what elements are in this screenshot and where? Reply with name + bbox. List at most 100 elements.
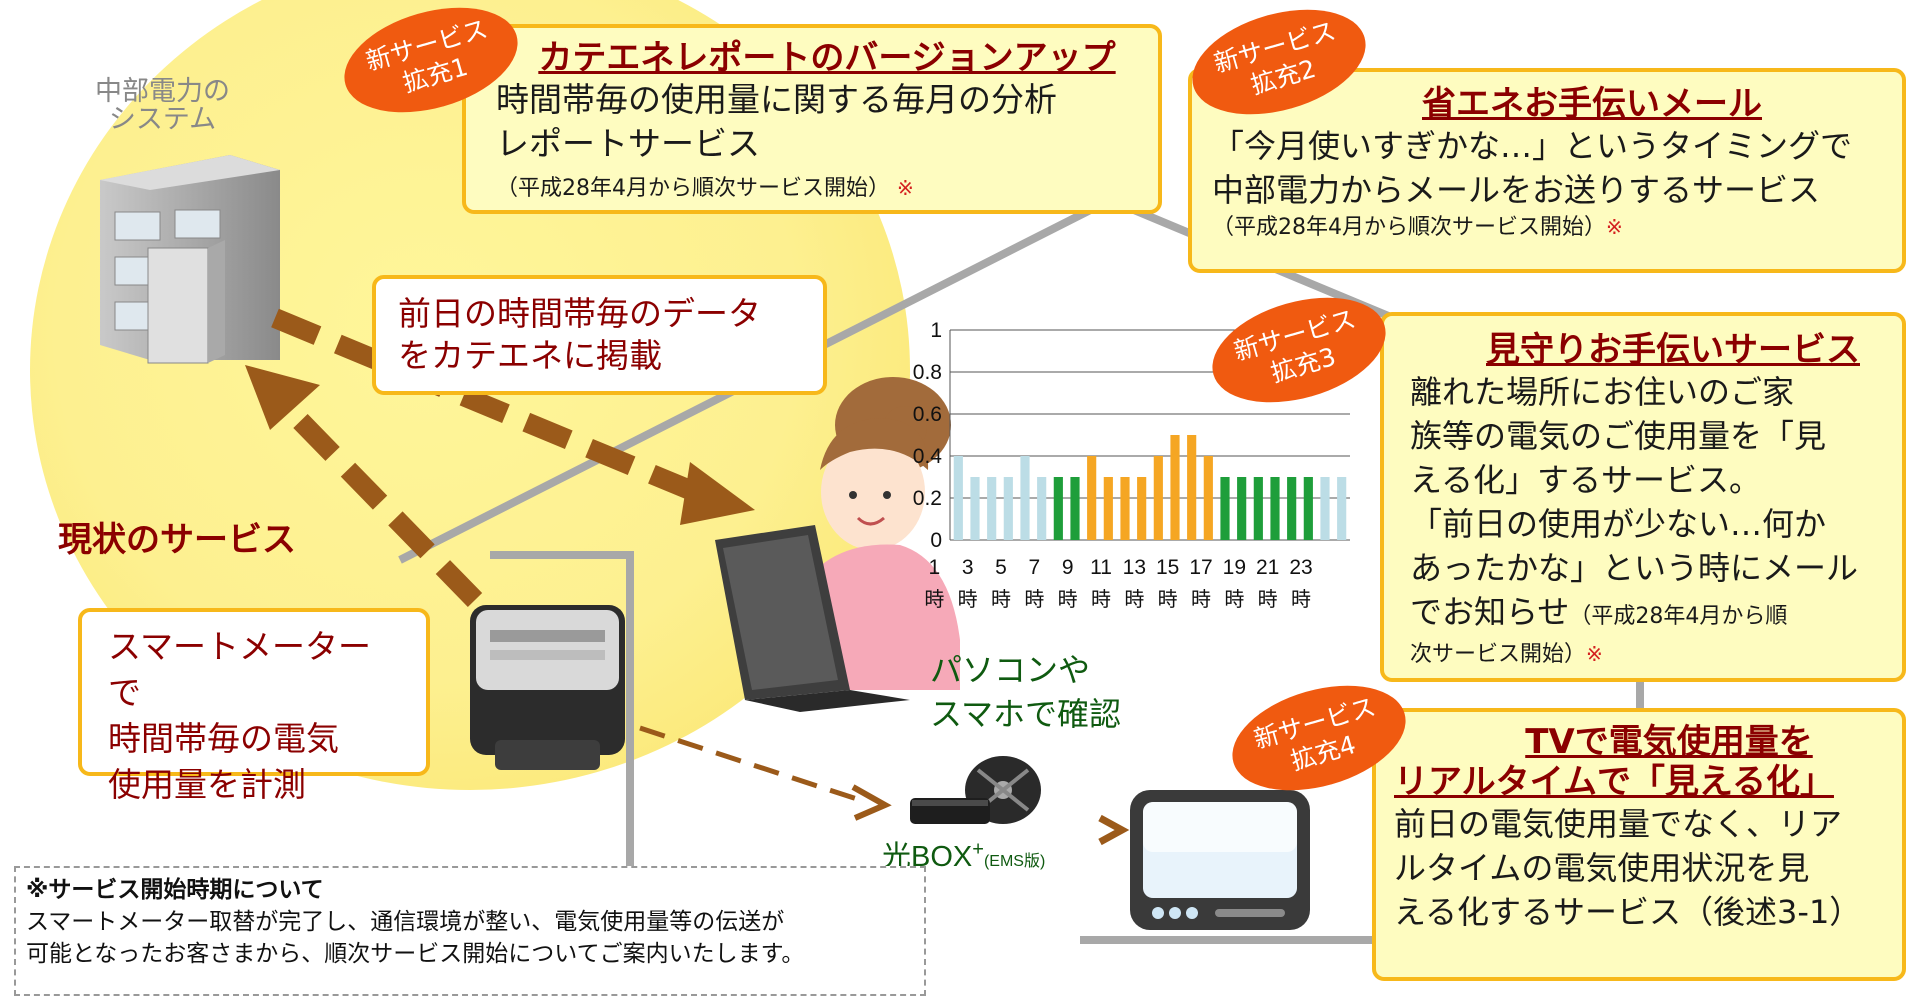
chart-bar — [1120, 477, 1130, 540]
service-4-body-line1: 前日の電気使用量でなく、リア — [1394, 805, 1843, 843]
hikari-box-icon — [910, 756, 1041, 824]
chart-bar — [953, 456, 963, 540]
chart-x-tick-unit: 時 — [1258, 587, 1278, 611]
service-1-body-line2: レポートサービス — [496, 124, 760, 163]
chart-bar — [1087, 456, 1097, 540]
smart-meter-box: スマートメーターで 時間帯毎の電気 使用量を計測 — [78, 608, 430, 804]
chart-x-tick-label: 21 — [1256, 556, 1279, 579]
system-label-line2: システム — [108, 104, 217, 135]
chart-x-tick-unit: 時 — [1224, 587, 1244, 611]
chart-bar — [987, 477, 997, 540]
service-4-title-line2: リアルタイムで「見える化」 — [1394, 762, 1834, 802]
service-3-title: 見守りお手伝いサービス — [1486, 330, 1860, 370]
chart-bar — [1103, 477, 1113, 540]
pc-label: パソコンや スマホで確認 — [930, 648, 1121, 736]
chart-bar — [1320, 477, 1330, 540]
chart-bar — [1337, 477, 1347, 540]
hikari-box-plus: + — [972, 838, 984, 861]
chart-bar — [1203, 456, 1213, 540]
service-3-body-line5: あったかな」という時にメール — [1410, 549, 1859, 587]
footnote-line1: スマートメーター取替が完了し、通信環境が整い、電気使用量等の伝送が — [26, 909, 785, 935]
service-3-note-inline: （平成28年4月から順 — [1569, 604, 1788, 629]
pc-label-line2: スマホで確認 — [930, 695, 1122, 733]
hikari-box-ems: (EMS版) — [983, 853, 1046, 870]
chart-bar — [1287, 477, 1297, 540]
chart-x-tick-label: 7 — [1028, 556, 1040, 579]
chart-x-tick-label: 17 — [1189, 556, 1212, 579]
data-flow-arrows — [245, 308, 1130, 846]
chart-x-tick-label: 3 — [962, 556, 974, 579]
service-2-body-line2: 中部電力からメールをお送りするサービス — [1212, 171, 1821, 209]
chart-x-tick-unit: 時 — [1191, 587, 1211, 611]
footnote-line2: 可能となったお客さまから、順次サービス開始についてご案内いたします。 — [26, 941, 805, 967]
service-3-body-line3: える化」するサービス。 — [1410, 461, 1762, 499]
daily-data-box: 前日の時間帯毎のデータ をカテエネに掲載 — [372, 275, 827, 395]
tv-icon — [1130, 790, 1310, 930]
system-label-line1: 中部電力の — [95, 76, 230, 107]
service-3-body-line1: 離れた場所にお住いのご家 — [1410, 373, 1795, 411]
current-service-label: 現状のサービス — [58, 520, 296, 560]
chart-bar — [970, 477, 980, 540]
chart-x-tick-unit: 時 — [1091, 587, 1111, 611]
chart-x-tick-unit: 時 — [958, 587, 978, 611]
chart-bar — [1253, 477, 1263, 540]
service-1-title: カテエネレポートのバージョンアップ — [538, 38, 1116, 78]
chart-y-tick-label: 1 — [930, 319, 942, 342]
chart-x-tick-label: 11 — [1090, 556, 1112, 579]
smart-meter-icon — [470, 605, 625, 770]
service-2-body-line1: 「今月使いすぎかな…」というタイミングで — [1212, 127, 1853, 165]
service-3-body-tail: でお知らせ — [1410, 593, 1570, 631]
service-1-note-text: （平成28年4月から順次サービス開始） — [496, 176, 890, 201]
chart-bar — [1137, 477, 1147, 540]
service-4-title-line1: TVで電気使用量を — [1525, 722, 1813, 762]
service-3-box: 見守りお手伝いサービス 離れた場所にお住いのご家 族等の電気のご使用量を「見 え… — [1380, 312, 1906, 682]
chart-x-tick-label: 9 — [1062, 556, 1074, 579]
service-3-body-line4: 「前日の使用が少ない…何か — [1410, 505, 1827, 543]
chart-x-tick-label: 15 — [1156, 556, 1179, 579]
service-2-note-mark: ※ — [1606, 215, 1623, 239]
chart-x-tick-label: 1 — [928, 556, 940, 579]
chart-bar — [1153, 456, 1163, 540]
service-2-note-text: （平成28年4月から順次サービス開始） — [1212, 215, 1606, 240]
chart-bar — [1053, 477, 1063, 540]
service-2-note: （平成28年4月から順次サービス開始）※ — [1212, 212, 1882, 243]
service-3-body-line6: でお知らせ（平成28年4月から順 — [1410, 590, 1876, 639]
service-4-body-line2: ルタイムの電気使用状況を見 — [1394, 849, 1810, 887]
chart-x-tick-unit: 時 — [1058, 587, 1078, 611]
chart-bar — [1070, 477, 1080, 540]
chart-bar — [1303, 477, 1313, 540]
pc-label-line1: パソコンや — [930, 651, 1091, 689]
building-icon — [100, 155, 280, 364]
service-3-note: 次サービス開始）※ — [1410, 639, 1876, 670]
chart-bar — [1270, 477, 1280, 540]
service-1-note: （平成28年4月から順次サービス開始） ※ — [496, 166, 1128, 211]
chart-bar — [1170, 435, 1180, 540]
chart-x-tick-unit: 時 — [991, 587, 1011, 611]
chart-bar — [1003, 477, 1013, 540]
smart-meter-line3: 使用量を計測 — [108, 765, 306, 804]
usage-bar-chart: 00.20.40.60.811時3時5時7時9時11時13時15時17時19時2… — [913, 319, 1350, 611]
service-1-note-mark: ※ — [897, 176, 914, 200]
system-label: 中部電力の システム — [95, 78, 230, 134]
service-4-body-line3: える化するサービス（後述3-1） — [1394, 893, 1862, 931]
chart-bar — [1220, 477, 1230, 540]
chart-y-tick-label: 0.6 — [913, 403, 942, 426]
footnote-box: ※サービス開始時期について スマートメーター取替が完了し、通信環境が整い、電気使… — [14, 866, 926, 996]
chart-x-tick-unit: 時 — [1158, 587, 1178, 611]
smart-meter-line1: スマートメーターで — [108, 627, 372, 712]
service-1-box: カテエネレポートのバージョンアップ 時間帯毎の使用量に関する毎月の分析 レポート… — [462, 24, 1162, 214]
chart-y-tick-label: 0.8 — [913, 361, 942, 384]
service-3-note-mark: ※ — [1586, 642, 1603, 666]
service-4-box: TVで電気使用量を リアルタイムで「見える化」 前日の電気使用量でなく、リア ル… — [1372, 708, 1906, 981]
service-1-body-line1: 時間帯毎の使用量に関する毎月の分析 — [496, 80, 1057, 119]
chart-y-tick-label: 0.4 — [913, 445, 943, 468]
chart-x-tick-label: 13 — [1123, 556, 1146, 579]
chart-x-tick-label: 19 — [1223, 556, 1246, 579]
chart-bar — [1020, 456, 1030, 540]
chart-bar — [1187, 435, 1197, 540]
service-2-title: 省エネお手伝いメール — [1422, 84, 1762, 124]
daily-data-line2: をカテエネに掲載 — [398, 336, 662, 375]
daily-data-line1: 前日の時間帯毎のデータ — [398, 294, 761, 333]
chart-bar — [1237, 477, 1247, 540]
person-with-laptop-icon — [715, 377, 960, 712]
